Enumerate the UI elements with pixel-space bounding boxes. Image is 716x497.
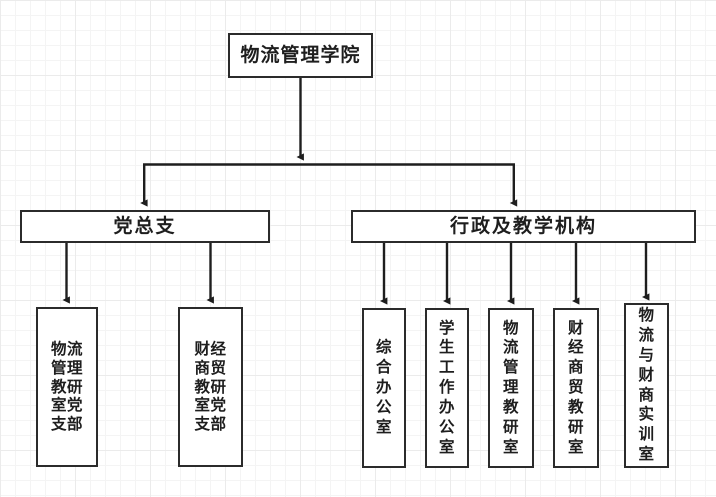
node-leaf-logistics-finance-training-center-label: 物流与财商实训室 — [638, 306, 655, 463]
node-leaf-student-affairs-office-label: 学生工作办公室 — [438, 318, 455, 456]
node-group-admin-teaching[interactable]: 行政及教学机构 — [351, 210, 696, 243]
node-leaf-finance-teaching-office[interactable]: 财经商贸教研室 — [553, 308, 599, 468]
node-leaf-logistics-finance-training-center[interactable]: 物流与财商实训室 — [624, 303, 669, 468]
node-leaf-finance-party-branch[interactable]: 财经商贸教研室党支部 — [178, 307, 243, 467]
node-leaf-logistics-teaching-office-label: 物流管理教研室 — [502, 318, 519, 456]
node-leaf-finance-teaching-office-label: 财经商贸教研室 — [567, 318, 584, 456]
node-leaf-logistics-teaching-office[interactable]: 物流管理教研室 — [488, 308, 534, 468]
node-leaf-general-office-label: 综合办公室 — [375, 338, 392, 436]
node-group-party-committee-label: 党总支 — [113, 215, 177, 238]
node-leaf-logistics-party-branch-label: 物流管理教研室党支部 — [50, 339, 83, 434]
node-leaf-general-office[interactable]: 综合办公室 — [362, 308, 406, 468]
node-leaf-finance-party-branch-label: 财经商贸教研室党支部 — [194, 339, 227, 434]
node-group-admin-teaching-label: 行政及教学机构 — [449, 215, 597, 238]
node-root-college[interactable]: 物流管理学院 — [228, 33, 373, 78]
node-group-party-committee[interactable]: 党总支 — [20, 210, 270, 243]
node-leaf-logistics-party-branch[interactable]: 物流管理教研室党支部 — [36, 307, 98, 467]
node-root-label: 物流管理学院 — [240, 44, 361, 67]
node-leaf-student-affairs-office[interactable]: 学生工作办公室 — [425, 308, 469, 468]
